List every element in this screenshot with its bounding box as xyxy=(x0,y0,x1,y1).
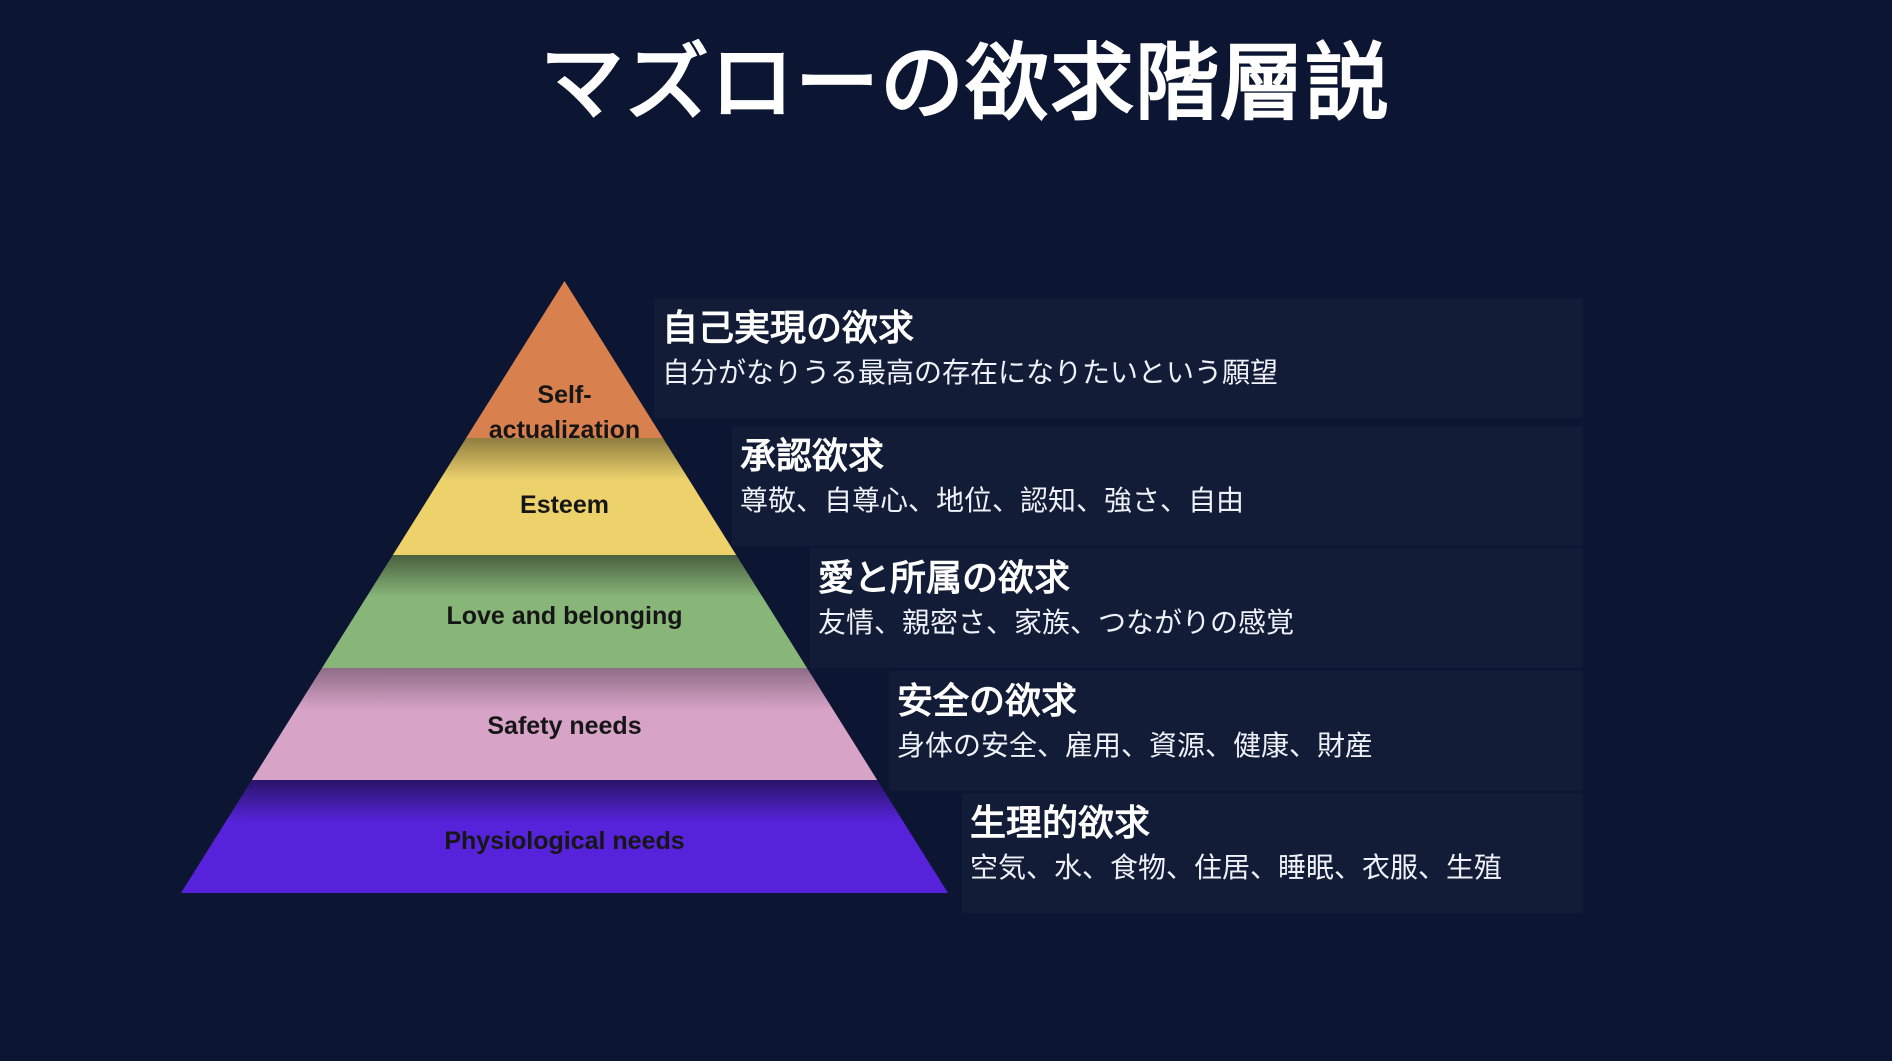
need-desc-esteem: 尊敬、自尊心、地位、認知、強さ、自由 xyxy=(740,485,1245,516)
need-desc-love-belonging: 友情、親密さ、家族、つながりの感覚 xyxy=(818,607,1295,638)
need-desc-physiological: 空気、水、食物、住居、睡眠、衣服、生殖 xyxy=(970,852,1503,883)
need-desc-self-actualization: 自分がなりうる最高の存在になりたいという願望 xyxy=(662,357,1279,388)
need-block-safety: 安全の欲求 身体の安全、雇用、資源、健康、財産 xyxy=(889,671,1583,791)
need-block-esteem: 承認欲求 尊敬、自尊心、地位、認知、強さ、自由 xyxy=(732,426,1583,546)
need-title-self-actualization: 自己実現の欲求 xyxy=(662,307,915,348)
need-title-love-belonging: 愛と所属の欲求 xyxy=(818,557,1071,598)
need-title-safety: 安全の欲求 xyxy=(897,680,1078,721)
need-title-physiological: 生理的欲求 xyxy=(970,802,1151,843)
need-block-physiological: 生理的欲求 空気、水、食物、住居、睡眠、衣服、生殖 xyxy=(962,793,1583,913)
need-desc-safety: 身体の安全、雇用、資源、健康、財産 xyxy=(897,730,1374,761)
pyramid-band-safety xyxy=(181,668,948,780)
pyramid-band-physiological xyxy=(181,780,948,893)
need-title-esteem: 承認欲求 xyxy=(740,435,885,476)
need-block-love-belonging: 愛と所属の欲求 友情、親密さ、家族、つながりの感覚 xyxy=(810,548,1583,668)
need-block-self-actualization: 自己実現の欲求 自分がなりうる最高の存在になりたいという願望 xyxy=(654,298,1583,418)
page-title: マズローの欲求階層説 xyxy=(539,36,1390,130)
